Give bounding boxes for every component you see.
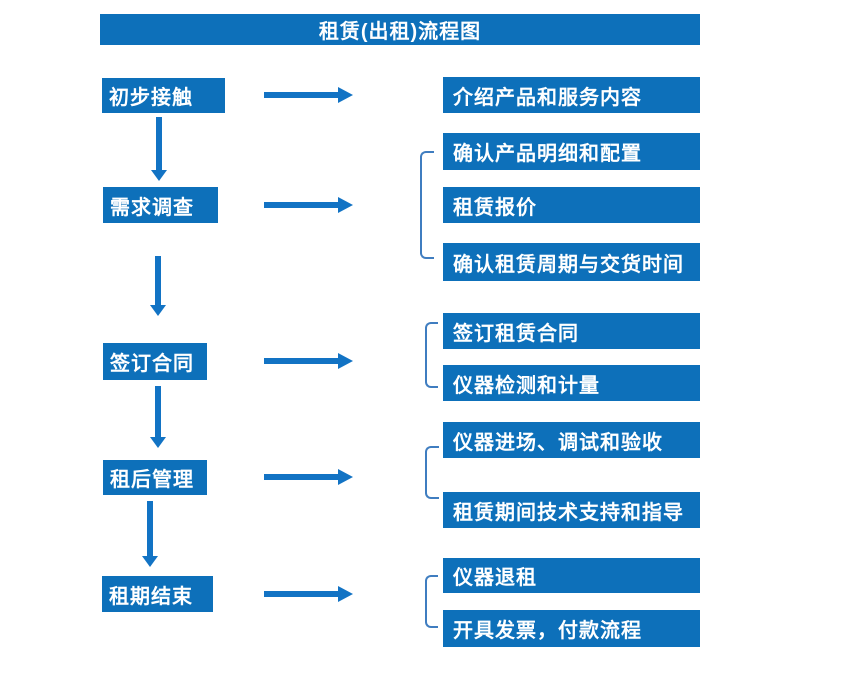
arrow-head (338, 469, 353, 485)
detail-box-instrument-setup-acceptance: 仪器进场、调试和验收 (443, 422, 700, 458)
arrow-shaft (156, 117, 162, 172)
stage-box-post-rental-management: 租后管理 (103, 460, 207, 495)
arrow-shaft (264, 474, 340, 480)
arrow-right-icon-2 (264, 197, 353, 213)
stage-box-sign-contract: 签订合同 (103, 343, 207, 380)
arrow-head (338, 87, 353, 103)
detail-box-instrument-return: 仪器退租 (443, 558, 700, 593)
arrow-shaft (264, 358, 340, 364)
arrow-head (142, 556, 158, 567)
arrow-head (150, 305, 166, 316)
detail-box-rental-quote: 租赁报价 (443, 187, 700, 223)
arrow-right-icon-1 (264, 87, 353, 103)
arrow-down-icon-4 (142, 501, 158, 567)
flowchart-title-bar: 租赁(出租)流程图 (100, 14, 700, 45)
detail-box-tech-support: 租赁期间技术支持和指导 (443, 492, 700, 528)
arrow-shaft (155, 256, 161, 307)
detail-box-instrument-inspection: 仪器检测和计量 (443, 365, 700, 401)
arrow-shaft (264, 202, 340, 208)
flowchart-title: 租赁(出租)流程图 (318, 21, 482, 43)
arrow-head (338, 197, 353, 213)
group-bracket-post-rental (425, 446, 439, 499)
stage-box-initial-contact: 初步接触 (102, 78, 225, 113)
arrow-right-icon-5 (264, 586, 353, 602)
arrow-shaft (155, 386, 161, 439)
detail-box-confirm-product-config: 确认产品明细和配置 (443, 133, 700, 170)
group-bracket-rental-end (425, 575, 438, 628)
stage-box-demand-survey: 需求调查 (103, 187, 218, 223)
arrow-shaft (264, 591, 340, 597)
stage-box-rental-end: 租期结束 (102, 576, 213, 612)
arrow-head (151, 170, 167, 181)
arrow-head (150, 437, 166, 448)
detail-box-introduce-products: 介绍产品和服务内容 (443, 77, 700, 113)
arrow-shaft (147, 501, 153, 558)
detail-box-sign-rental-contract: 签订租赁合同 (443, 313, 700, 349)
arrow-right-icon-4 (264, 469, 353, 485)
arrow-head (338, 353, 353, 369)
detail-box-invoice-payment: 开具发票，付款流程 (443, 610, 700, 647)
arrow-head (338, 586, 353, 602)
arrow-down-icon-2 (150, 256, 166, 316)
detail-box-confirm-period-delivery: 确认租赁周期与交货时间 (443, 243, 700, 281)
group-bracket-demand-survey (420, 151, 434, 259)
group-bracket-sign-contract (425, 322, 438, 388)
arrow-down-icon-3 (150, 386, 166, 448)
arrow-right-icon-3 (264, 353, 353, 369)
arrow-down-icon-1 (151, 117, 167, 181)
arrow-shaft (264, 92, 340, 98)
